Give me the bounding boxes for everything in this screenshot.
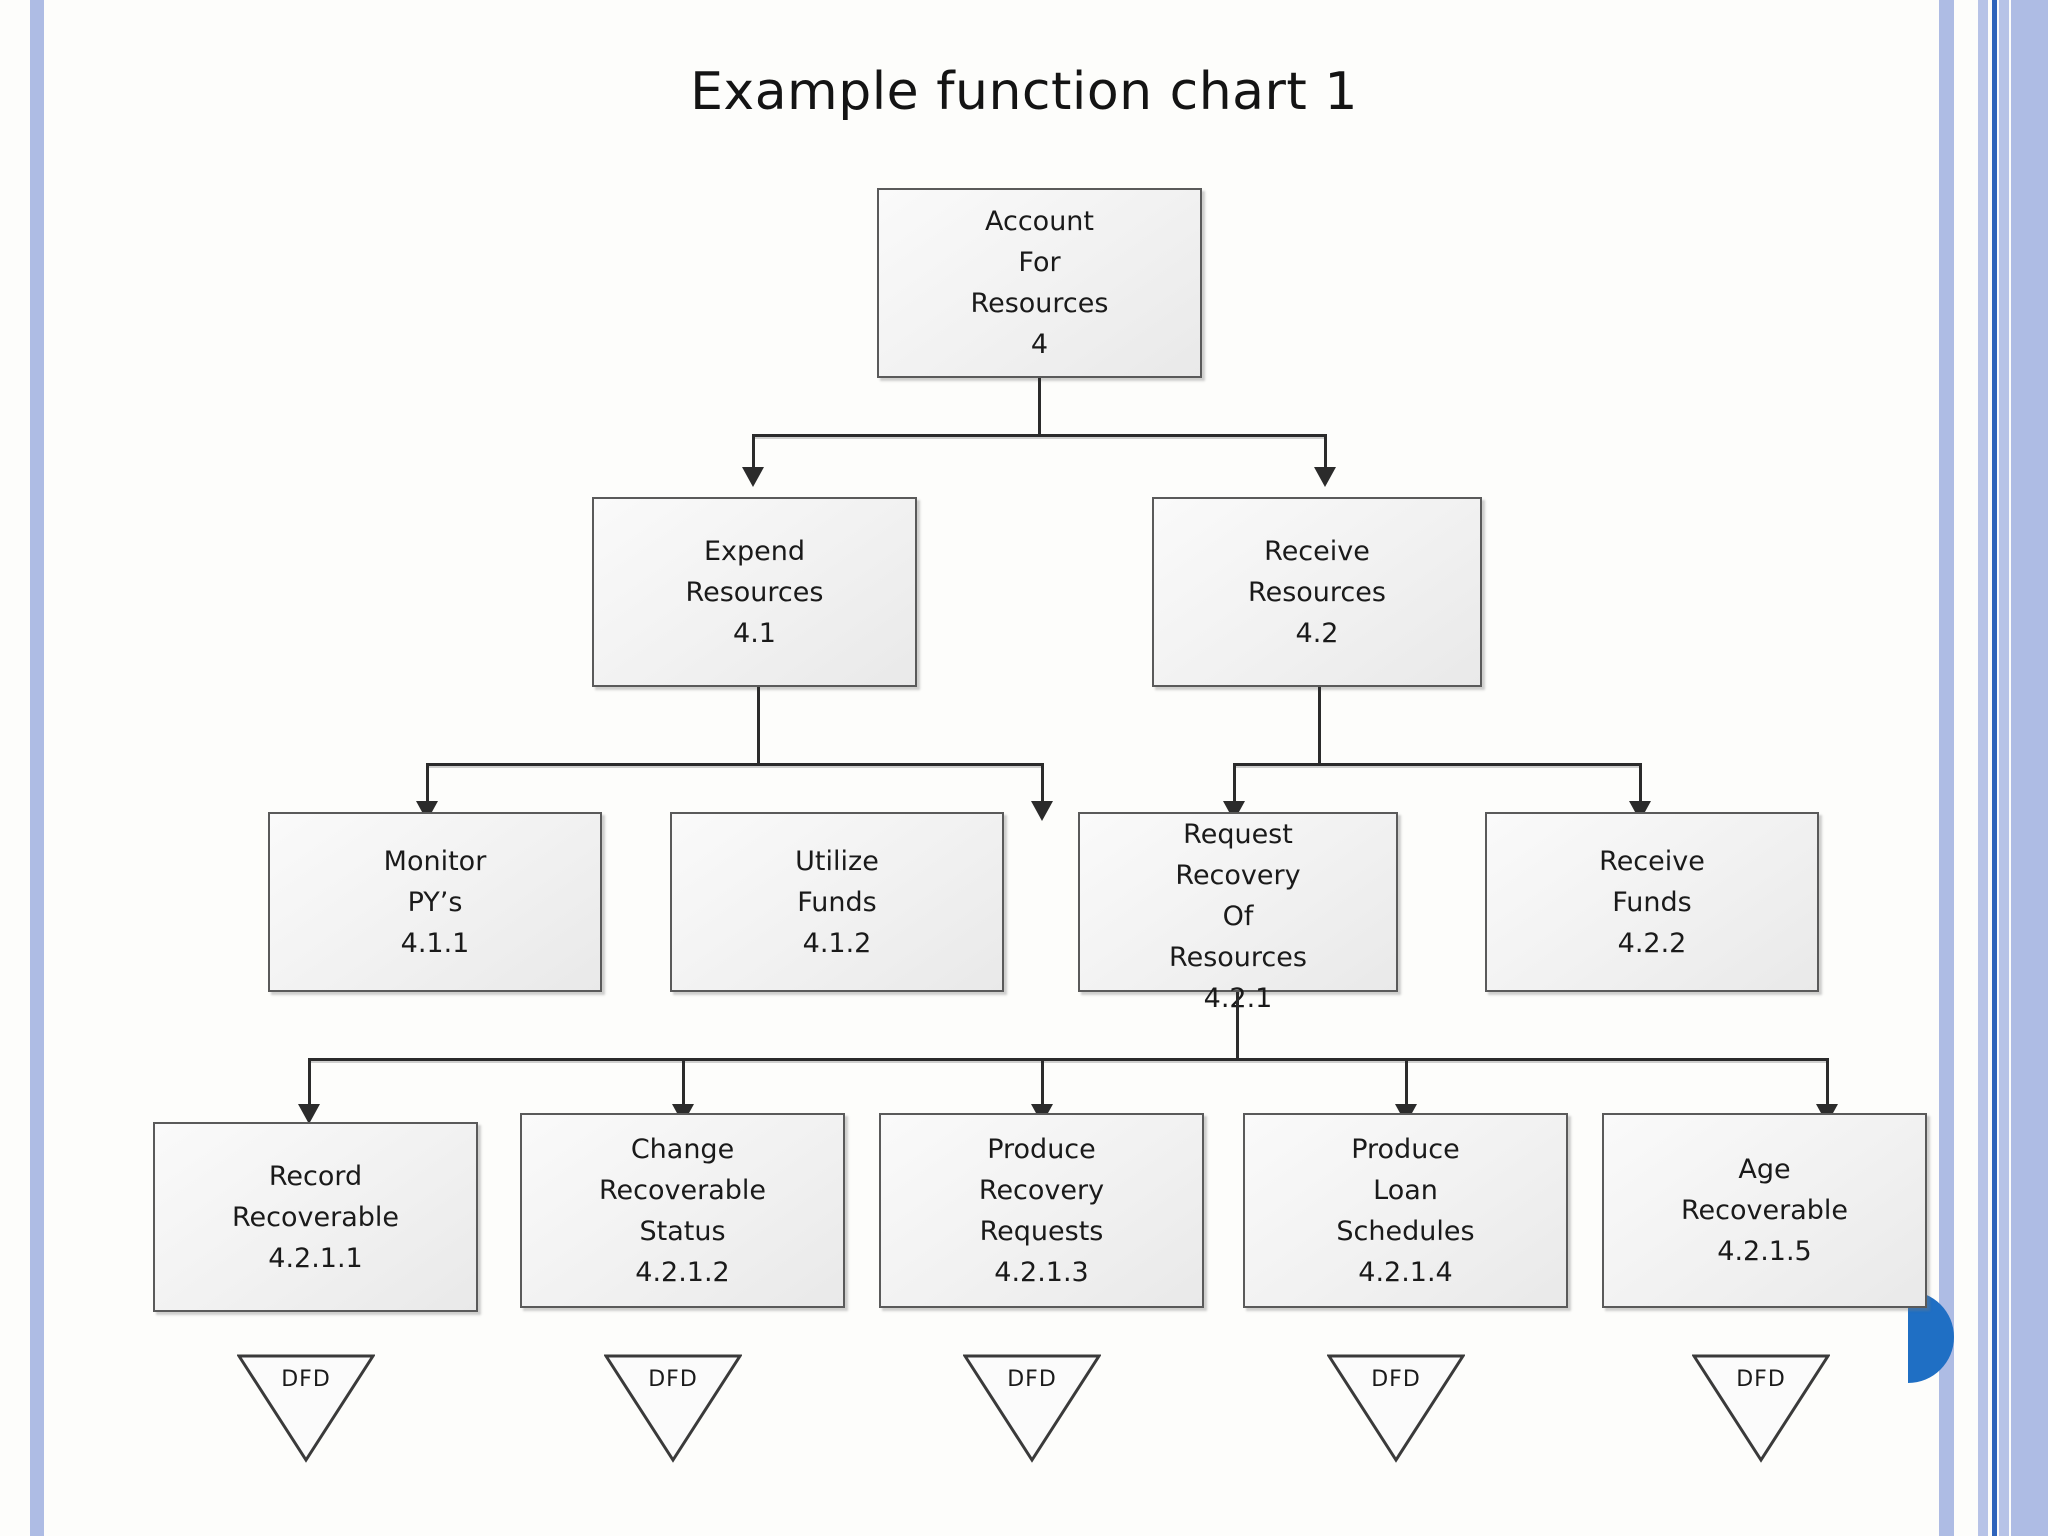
node-line: 4.1 bbox=[733, 617, 776, 649]
node-line: Resources bbox=[685, 576, 824, 608]
node-line: Resources bbox=[1169, 942, 1307, 973]
node-line: Recovery bbox=[978, 1174, 1105, 1206]
node-line: Receive bbox=[1599, 845, 1705, 877]
node-line: For bbox=[1018, 247, 1061, 278]
dfd-terminator-4214[interactable]: DFD bbox=[1327, 1353, 1465, 1463]
node-expend-resources-41[interactable]: Expend Resources 4.1 bbox=[592, 497, 917, 687]
node-produce-loan-schedules-4214[interactable]: Produce Loan Schedules 4.2.1.4 bbox=[1243, 1113, 1568, 1308]
arrow-to-4211 bbox=[298, 1104, 320, 1124]
node-line: Receive bbox=[1264, 535, 1370, 567]
node-line: Recoverable bbox=[231, 1201, 399, 1233]
right-border-stripe-3 bbox=[1992, 0, 1997, 1536]
node-line: Recoverable bbox=[598, 1174, 766, 1206]
connector-root-bus bbox=[752, 434, 1327, 437]
node-line: Request bbox=[1183, 819, 1293, 850]
connector-root-to-42 bbox=[1324, 434, 1327, 477]
node-line: Account bbox=[984, 206, 1094, 237]
node-line: Produce bbox=[1351, 1133, 1460, 1165]
node-line: Funds bbox=[797, 886, 877, 918]
dfd-label: DFD bbox=[1007, 1367, 1057, 1392]
node-line: Utilize bbox=[795, 845, 879, 877]
connector-42-to-422 bbox=[1639, 763, 1642, 811]
connector-421-to-4211 bbox=[308, 1058, 311, 1116]
connector-root-to-41 bbox=[752, 434, 755, 477]
dfd-label: DFD bbox=[648, 1367, 698, 1392]
node-line: 4.2.1.2 bbox=[635, 1256, 730, 1288]
connector-421-to-4215 bbox=[1826, 1058, 1829, 1116]
node-receive-funds-422[interactable]: Receive Funds 4.2.2 bbox=[1485, 812, 1819, 992]
connector-421-to-4214 bbox=[1405, 1058, 1408, 1116]
node-record-recoverable-4211[interactable]: Record Recoverable 4.2.1.1 bbox=[153, 1122, 478, 1312]
node-line: 4.2.1.4 bbox=[1358, 1256, 1453, 1288]
node-line: 4.1.2 bbox=[802, 927, 872, 959]
node-line: Resources bbox=[1248, 576, 1386, 608]
node-line: 4.2.1.3 bbox=[994, 1256, 1089, 1288]
connector-41-to-412 bbox=[1041, 763, 1044, 811]
triangle-down-icon bbox=[1327, 1354, 1465, 1463]
node-line: Monitor bbox=[383, 845, 487, 877]
arrow-to-41 bbox=[742, 467, 764, 487]
node-line: Produce bbox=[987, 1133, 1096, 1165]
triangle-down-icon bbox=[963, 1354, 1101, 1463]
page-title: Example function chart 1 bbox=[690, 62, 1358, 122]
node-line: Funds bbox=[1612, 886, 1692, 918]
connector-421-to-4212 bbox=[682, 1058, 685, 1116]
node-request-recovery-of-resources-421[interactable]: Request Recovery Of Resources 4.2.1 bbox=[1078, 812, 1398, 1014]
connector-41-stem bbox=[757, 687, 760, 765]
node-line: Requests bbox=[979, 1215, 1104, 1247]
node-monitor-pys-411[interactable]: Monitor PY’s 4.1.1 bbox=[268, 812, 602, 992]
node-age-recoverable-4215[interactable]: Age Recoverable 4.2.1.5 bbox=[1602, 1113, 1927, 1308]
node-utilize-funds-412[interactable]: Utilize Funds 4.1.2 bbox=[670, 812, 1004, 992]
dfd-label: DFD bbox=[281, 1367, 331, 1392]
node-line: 4.2.2 bbox=[1617, 927, 1687, 959]
node-line: Age bbox=[1738, 1154, 1791, 1185]
dfd-terminator-4211[interactable]: DFD bbox=[237, 1353, 375, 1463]
node-line: 4.2.1.5 bbox=[1717, 1236, 1812, 1267]
right-border-stripe-2 bbox=[1978, 0, 1988, 1536]
node-line: Resources bbox=[970, 288, 1109, 319]
node-line: Loan bbox=[1373, 1174, 1438, 1206]
node-change-recoverable-status-4212[interactable]: Change Recoverable Status 4.2.1.2 bbox=[520, 1113, 845, 1308]
triangle-down-icon bbox=[1692, 1354, 1830, 1463]
connector-421-bus bbox=[308, 1058, 1829, 1061]
arrow-to-412 bbox=[1031, 801, 1053, 821]
connector-421-to-4213 bbox=[1041, 1058, 1044, 1116]
node-line: PY’s bbox=[407, 886, 463, 918]
node-line: Schedules bbox=[1336, 1215, 1475, 1247]
node-line: 4.1.1 bbox=[400, 927, 470, 959]
connector-42-bus bbox=[1233, 763, 1642, 766]
node-line: Of bbox=[1222, 901, 1254, 932]
dfd-label: DFD bbox=[1736, 1367, 1786, 1392]
node-line: 4 bbox=[1030, 329, 1049, 360]
dfd-terminator-4215[interactable]: DFD bbox=[1692, 1353, 1830, 1463]
node-line: Change bbox=[630, 1133, 735, 1165]
triangle-down-icon bbox=[604, 1354, 742, 1463]
node-line: Expend bbox=[703, 535, 806, 567]
connector-42-to-421 bbox=[1233, 763, 1236, 811]
node-line: Status bbox=[639, 1215, 726, 1247]
dfd-label: DFD bbox=[1371, 1367, 1421, 1392]
left-border-stripe bbox=[30, 0, 44, 1536]
node-line: Recoverable bbox=[1680, 1195, 1848, 1226]
dfd-terminator-4212[interactable]: DFD bbox=[604, 1353, 742, 1463]
dfd-terminator-4213[interactable]: DFD bbox=[963, 1353, 1101, 1463]
right-border-stripe-5 bbox=[2011, 0, 2048, 1536]
connector-41-to-411 bbox=[426, 763, 429, 811]
right-border-stripe-4 bbox=[1999, 0, 2009, 1536]
connector-42-stem bbox=[1318, 687, 1321, 765]
connector-421-stem bbox=[1236, 992, 1239, 1060]
connector-41-bus bbox=[426, 763, 1044, 766]
arrow-to-42 bbox=[1314, 467, 1336, 487]
node-line: Recovery bbox=[1175, 860, 1301, 891]
connector-root-stem bbox=[1038, 378, 1041, 435]
node-produce-recovery-requests-4213[interactable]: Produce Recovery Requests 4.2.1.3 bbox=[879, 1113, 1204, 1308]
node-account-for-resources-4[interactable]: Account For Resources 4 bbox=[877, 188, 1202, 378]
node-line: 4.2.1.1 bbox=[268, 1242, 363, 1274]
node-line: Record bbox=[268, 1160, 363, 1192]
triangle-down-icon bbox=[237, 1354, 375, 1463]
node-receive-resources-42[interactable]: Receive Resources 4.2 bbox=[1152, 497, 1482, 687]
node-line: 4.2 bbox=[1295, 617, 1339, 649]
